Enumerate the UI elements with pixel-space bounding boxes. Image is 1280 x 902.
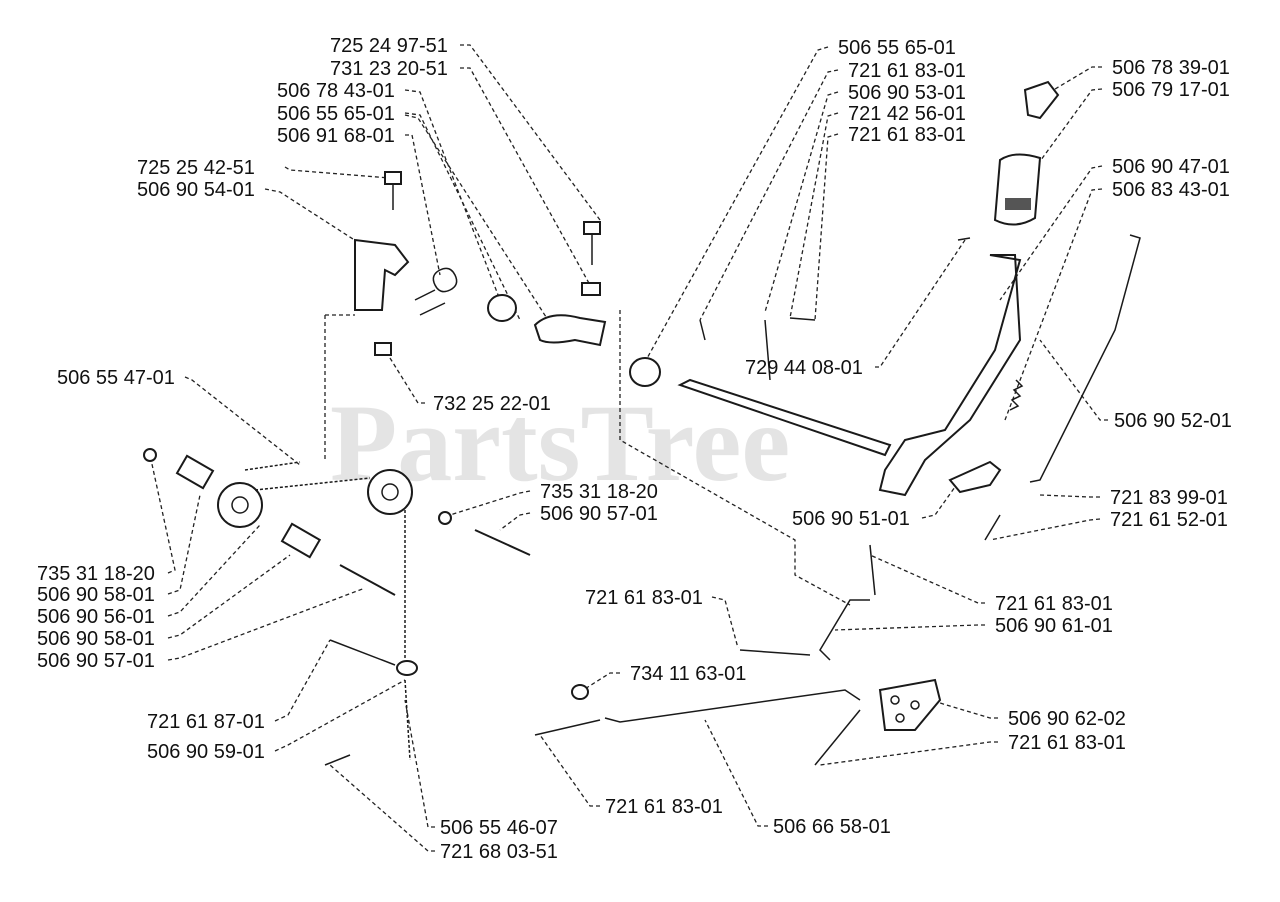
nut xyxy=(374,342,392,356)
spring-left xyxy=(414,267,458,316)
part-label: 729 44 08-01 xyxy=(745,357,863,379)
part-label: 732 25 22-01 xyxy=(433,393,551,415)
part-label: 506 83 43-01 xyxy=(1112,179,1230,201)
part-label: 506 79 17-01 xyxy=(1112,79,1230,101)
part-label: 506 90 54-01 xyxy=(137,179,255,201)
part-label: 506 90 47-01 xyxy=(1112,156,1230,178)
part-label: 721 68 03-51 xyxy=(440,841,558,863)
spacer xyxy=(175,454,215,490)
yoke xyxy=(533,314,607,347)
part-label: 721 61 83-01 xyxy=(1008,732,1126,754)
parts xyxy=(143,80,1141,766)
lever-bracket xyxy=(948,460,1002,494)
pulley-right xyxy=(367,469,413,515)
part-label: 506 91 68-01 xyxy=(277,125,395,147)
left-bracket xyxy=(354,238,410,311)
part-label: 721 61 83-01 xyxy=(585,587,703,609)
pin xyxy=(339,564,396,596)
part-label: 735 31 18-20 xyxy=(37,563,155,585)
part-label: 721 61 87-01 xyxy=(147,711,265,733)
part-label: 506 90 51-01 xyxy=(792,508,910,530)
part-label: 506 55 65-01 xyxy=(277,103,395,125)
grip-cap xyxy=(1023,80,1060,120)
part-label: 506 90 57-01 xyxy=(540,503,658,525)
part-label: 506 90 58-01 xyxy=(37,584,155,606)
grip-shade xyxy=(1005,198,1031,210)
spacer xyxy=(280,522,322,559)
clip xyxy=(143,448,157,462)
part-label: 725 24 97-51 xyxy=(330,35,448,57)
pin xyxy=(474,529,531,556)
part-label: 721 61 83-01 xyxy=(848,60,966,82)
part-label: 506 55 46-07 xyxy=(440,817,558,839)
part-label: 725 25 42-51 xyxy=(137,157,255,179)
nut xyxy=(581,282,601,296)
part-label: 731 23 20-51 xyxy=(330,58,448,80)
part-label: 506 90 62-02 xyxy=(1008,708,1126,730)
part-label: 506 90 58-01 xyxy=(37,628,155,650)
part-label: 506 78 43-01 xyxy=(277,80,395,102)
bushing-small xyxy=(571,684,589,700)
bolt xyxy=(384,171,402,185)
leader-lines xyxy=(149,44,1108,852)
bushing xyxy=(629,357,661,387)
part-label: 721 42 56-01 xyxy=(848,103,966,125)
part-label: 721 61 52-01 xyxy=(1110,509,1228,531)
part-label: 721 83 99-01 xyxy=(1110,487,1228,509)
chain-lower xyxy=(404,679,411,761)
rod-right xyxy=(1029,234,1141,483)
part-labels: 725 24 97-51 731 23 20-51 506 78 43-01 5… xyxy=(37,35,1232,863)
bell-crank xyxy=(878,678,942,731)
handle-lever xyxy=(878,254,1022,497)
bushing xyxy=(487,294,517,322)
part-label: 734 11 63-01 xyxy=(630,663,746,685)
part-label: 506 55 47-01 xyxy=(57,367,175,389)
part-label: 506 90 57-01 xyxy=(37,650,155,672)
grip xyxy=(993,153,1042,226)
long-rod xyxy=(604,689,861,723)
pulley-left xyxy=(217,482,263,528)
part-label: 506 78 39-01 xyxy=(1112,57,1230,79)
washer xyxy=(438,511,452,525)
spring-right xyxy=(1009,379,1024,411)
part-label: 506 90 52-01 xyxy=(1114,410,1232,432)
part-label: 506 90 61-01 xyxy=(995,615,1113,637)
link-rod xyxy=(819,599,870,661)
part-label: 721 61 83-01 xyxy=(995,593,1113,615)
part-label: 506 90 59-01 xyxy=(147,741,265,763)
part-label: 506 90 56-01 xyxy=(37,606,155,628)
part-label: 506 90 53-01 xyxy=(848,82,966,104)
part-label: 735 31 18-20 xyxy=(540,481,658,503)
part-label: 721 61 83-01 xyxy=(848,124,966,146)
part-label: 506 55 65-01 xyxy=(838,37,956,59)
part-label: 506 66 58-01 xyxy=(773,816,891,838)
part-label: 721 61 83-01 xyxy=(605,796,723,818)
main-shaft xyxy=(677,378,892,457)
chain-eye xyxy=(396,660,418,676)
bolt xyxy=(583,221,601,235)
